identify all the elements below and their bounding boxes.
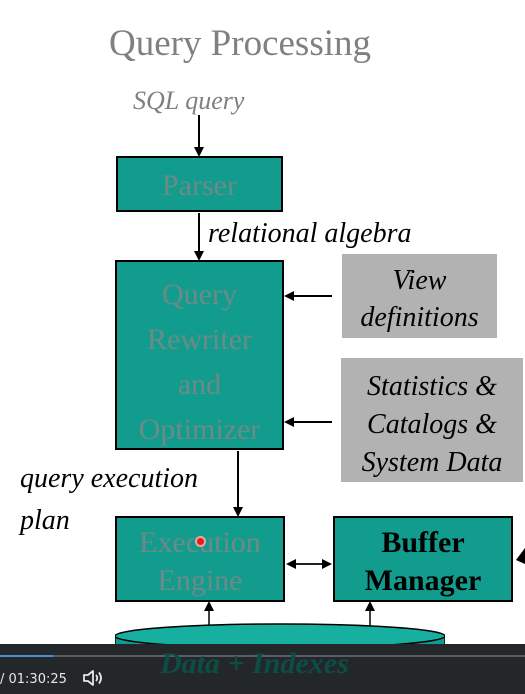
execution-engine-line-2: Engine	[157, 564, 243, 597]
progress-bar-fill	[0, 655, 53, 657]
buffer-manager-line-2: Manager	[364, 564, 482, 597]
optimizer-box: Query Rewriter and Optimizer	[115, 260, 284, 450]
buffer-manager-line-1: Buffer	[381, 526, 465, 559]
buffer-manager-box: Buffer Manager	[333, 516, 513, 602]
cursor-indicator	[195, 536, 206, 547]
progress-bar[interactable]	[0, 655, 525, 657]
statistics-line-1: Statistics &	[367, 371, 497, 402]
view-definitions-line-1: View	[392, 265, 447, 296]
execution-engine-box: Execution Engine	[115, 516, 285, 602]
optimizer-line-4: Optimizer	[138, 413, 261, 446]
sql-query-label: SQL query	[133, 86, 245, 115]
statistics-box: Statistics & Catalogs & System Data	[341, 358, 523, 482]
view-definitions-line-2: definitions	[360, 302, 479, 333]
statistics-line-2: Catalogs &	[367, 409, 497, 440]
query-execution-plan-label-2: plan	[20, 505, 70, 536]
optimizer-line-1: Query	[162, 278, 237, 311]
slide-title: Query Processing	[108, 23, 372, 64]
relational-algebra-label: relational algebra	[208, 218, 412, 249]
parser-box: Parser	[116, 156, 283, 212]
pointer-tick	[516, 548, 525, 564]
statistics-line-3: System Data	[361, 447, 503, 478]
data-indexes-label: Data + Indexes	[160, 647, 349, 680]
video-controls-bar	[0, 644, 525, 694]
view-definitions-box: View definitions	[342, 254, 497, 338]
optimizer-line-3: and	[177, 368, 222, 401]
optimizer-line-2: Rewriter	[147, 323, 252, 356]
query-execution-plan-label: query execution	[20, 463, 199, 494]
time-display: / 01:30:25	[0, 672, 67, 687]
volume-icon[interactable]	[82, 668, 104, 693]
